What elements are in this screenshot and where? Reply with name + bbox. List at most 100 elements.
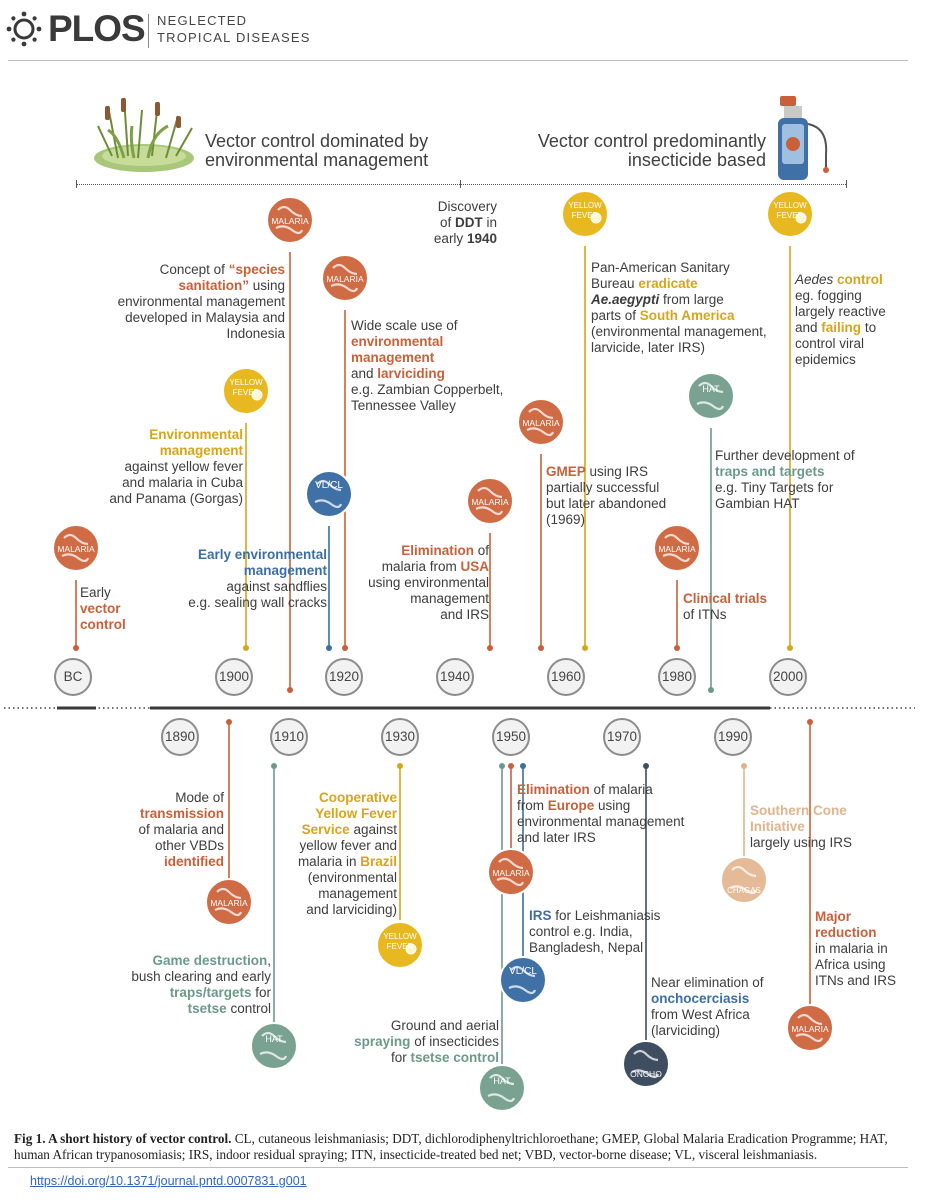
dot-1950-vlcl — [520, 763, 526, 769]
dot-1945-malaria — [487, 645, 493, 651]
era-right-line1: Vector control predominantly — [537, 131, 766, 151]
event-species-sanitation: Concept of “species sanitation” using en… — [117, 262, 285, 341]
figure-caption: Fig 1. A short history of vector control… — [14, 1131, 909, 1163]
vlcl-badge-label: VL/CL — [315, 480, 343, 491]
malaria-badge-icon: MALARIA — [52, 524, 100, 572]
dot-1895 — [226, 719, 232, 725]
yf-badge-label: YELLOW — [229, 378, 263, 387]
dot-1955-malaria — [538, 645, 544, 651]
insecticide-sprayer-icon — [778, 96, 829, 180]
malaria-badge-icon: MALARIA — [517, 398, 565, 446]
hat-badge-label: HAT — [702, 384, 720, 394]
event-bc-early-control: Early vector control — [80, 585, 126, 632]
malaria-badge-label: MALARIA — [658, 544, 696, 554]
journal-name-line1: NEGLECTED — [157, 13, 248, 28]
chagas-badge-label: CHAGAS — [727, 886, 761, 895]
event-major-reduction: Major reduction in malaria in Africa usi… — [815, 909, 897, 988]
event-onchocerciasis: Near elimination of onchocerciasis from … — [651, 975, 764, 1038]
yf-badge-label: FEVER — [387, 942, 414, 951]
year-circle-1950: 1950 — [492, 718, 530, 756]
event-clinical-trials-itns: Clinical trials of ITNs — [683, 591, 768, 622]
event-irs-leishmaniasis: IRS for Leishmaniasis control e.g. India… — [529, 908, 661, 955]
dot-1985-hat — [708, 687, 714, 693]
malaria-badge-label: MALARIA — [492, 868, 530, 878]
event-gmep: GMEP using IRS partially successful but … — [546, 464, 667, 527]
malaria-badge-label: MALARIA — [210, 898, 248, 908]
dot-2000-bottom — [807, 719, 813, 725]
yf-badge-label: YELLOW — [568, 201, 602, 210]
malaria-badge-label: MALARIA — [522, 418, 560, 428]
event-mode-of-transmission: Mode of transmission of malaria and othe… — [138, 790, 224, 869]
event-traps-and-targets: Further development of traps and targets… — [715, 448, 855, 511]
malaria-badge-label: MALARIA — [326, 274, 364, 284]
dot-1930-yf — [397, 763, 403, 769]
dot-2000-yf — [787, 645, 793, 651]
dot-1900-yf — [243, 645, 249, 651]
hat-badge-label: HAT — [265, 1034, 283, 1044]
dot-1950-hat — [499, 763, 505, 769]
vlcl-badge-icon: VL/CL — [499, 956, 547, 1004]
year-circle-1970: 1970 — [603, 718, 641, 756]
era-tick-middle — [460, 180, 461, 188]
hat-badge-label: HAT — [493, 1076, 511, 1086]
event-ground-aerial-spraying: Ground and aerial spraying of insecticid… — [354, 1018, 499, 1065]
event-early-env-sandflies: Early environmental management against s… — [188, 547, 327, 610]
yf-badge-label: FEVER — [233, 388, 260, 397]
dot-1970-oncho — [643, 763, 649, 769]
malaria-badge-icon: MALARIA — [266, 196, 314, 244]
year-circle-1980: 1980 — [658, 658, 696, 696]
era-left-line2: environmental management — [205, 150, 429, 170]
header-rule — [8, 60, 908, 61]
dot-1960-yf — [582, 645, 588, 651]
year-circle-1960: 1960 — [547, 658, 585, 696]
malaria-badge-label: MALARIA — [57, 544, 95, 554]
event-discovery-of-ddt: Discovery of DDT in early 1940 — [433, 199, 497, 246]
malaria-badge-label: MALARIA — [791, 1024, 829, 1034]
caption-title: Fig 1. A short history of vector control… — [14, 1131, 232, 1146]
dot-1910-hat — [271, 763, 277, 769]
dot-1910-malaria — [287, 687, 293, 693]
hat-badge-icon: HAT — [687, 372, 735, 420]
era-left-line1: Vector control dominated by — [205, 131, 429, 151]
hat-badge-icon: HAT — [250, 1022, 298, 1070]
doi-link[interactable]: https://doi.org/10.1371/journal.pntd.000… — [30, 1174, 307, 1188]
year-circle-1920: 1920 — [325, 658, 363, 696]
hat-badge-icon: HAT — [478, 1064, 526, 1112]
dot-vlcl — [326, 645, 332, 651]
year-circle-1900: 1900 — [215, 658, 253, 696]
pond-icon — [94, 97, 194, 172]
event-game-destruction: Game destruction, bush clearing and earl… — [131, 953, 271, 1016]
yf-badge-label: FEVER — [777, 211, 804, 220]
year-circle-1940: 1940 — [436, 658, 474, 696]
caption-rule — [8, 1167, 908, 1168]
year-circle-2000: 2000 — [769, 658, 807, 696]
year-circle-1930: 1930 — [381, 718, 419, 756]
malaria-badge-icon: MALARIA — [466, 477, 514, 525]
vlcl-badge-label: VL/CL — [509, 966, 537, 977]
plos-logo-icon — [6, 11, 42, 47]
event-aedes-control: Aedes control eg. fogging largely reacti… — [795, 272, 886, 367]
era-right-line2: insecticide based — [627, 150, 766, 170]
logo-separator — [148, 14, 149, 48]
event-elimination-usa: Elimination of malaria from USA using en… — [368, 543, 489, 622]
year-circle-1890: 1890 — [161, 718, 199, 756]
plos-logo-text: PLOS — [48, 8, 146, 49]
year-circle-1910: 1910 — [270, 718, 308, 756]
malaria-badge-icon: MALARIA — [321, 254, 369, 302]
malaria-badge-label: MALARIA — [471, 497, 509, 507]
year-circle-1990: 1990 — [714, 718, 752, 756]
timeline-graphic: MALARIAYELLOWFEVERMALARIAVL/CLMALARIAMAL… — [4, 190, 915, 1112]
event-pan-american-eradicate: Pan-American Sanitary Bureau eradicate A… — [591, 260, 767, 355]
dot-1980-malaria — [674, 645, 680, 651]
event-cooperative-yellow-fever: Cooperative Yellow Fever Service against… — [297, 790, 397, 917]
dot-1950-malaria — [508, 763, 514, 769]
dot-1920-malaria — [342, 645, 348, 651]
era-divider-line — [76, 184, 846, 185]
oncho-badge-icon: ONCHO — [622, 1040, 670, 1088]
caption-text: CL, cutaneous leishmaniasis; DDT, dichlo… — [14, 1131, 888, 1162]
yf-badge-label: YELLOW — [383, 932, 417, 941]
